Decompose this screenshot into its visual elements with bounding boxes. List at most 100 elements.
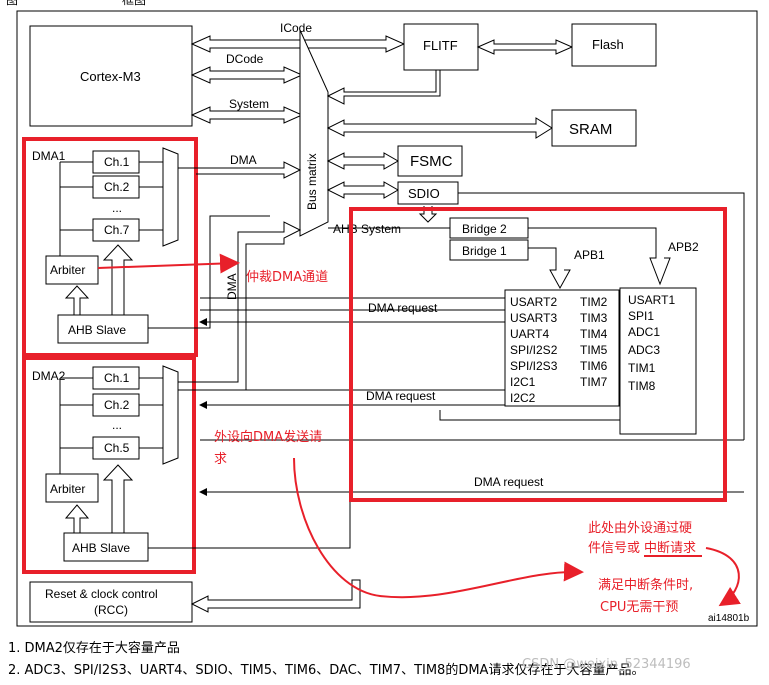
rcc-label-1: Reset & clock control [45, 587, 158, 601]
dma1-arbiter [45, 255, 99, 285]
system-label: System [229, 97, 269, 111]
apb2-p4: ADC3 [628, 343, 660, 357]
dma-request-bottom-lines [200, 439, 744, 492]
bridge1-label: Bridge 1 [462, 244, 507, 258]
dma1-mux [162, 147, 179, 247]
dma2-ahb-slave-label: AHB Slave [72, 541, 130, 555]
fsmc-block [397, 145, 463, 177]
apb1-p7: I2C2 [510, 391, 536, 405]
annotation-hw-signal-2a: 件信号或 [588, 541, 640, 556]
dma1-highlight [22, 137, 198, 357]
apb2-p5: TIM1 [628, 361, 656, 375]
dma1-dots: ... [112, 201, 122, 215]
dma-bus-label: DMA [230, 153, 257, 167]
dma1-ahb-slave [57, 314, 149, 344]
dma-request-1-label: DMA request [368, 301, 438, 315]
dma1-ch1-label: Ch.1 [104, 155, 130, 169]
annotation-no-cpu-2: CPU无需干预 [600, 600, 678, 615]
dma1-ahb-slave-label: AHB Slave [68, 323, 126, 337]
apb2-arrow [528, 227, 671, 286]
rcc-label-2: (RCC) [94, 603, 128, 617]
dma2-ahb-slave [63, 532, 149, 562]
annotation-periph-request-2: 求 [214, 452, 227, 467]
dma2-dots: ... [112, 418, 122, 432]
dma1-slave-matrix-line [148, 215, 270, 329]
caption-suffix: 框图 [122, 0, 146, 7]
apb1-p2: USART3 [510, 311, 557, 325]
flitf-label: FLITF [423, 38, 458, 53]
apb1-label: APB1 [574, 248, 605, 262]
dma-request-3-label: DMA request [474, 475, 544, 489]
dma1-ch2-label: Ch.2 [104, 180, 130, 194]
dma2-arbiter-lines [59, 377, 93, 474]
sram-label: SRAM [569, 121, 612, 138]
caption-prefix: 图 [6, 0, 18, 7]
periph-request-annotation-arrow [293, 457, 584, 599]
apb1-t2: TIM3 [580, 311, 608, 325]
annotation-hw-signal-2b: 中断请求 [644, 541, 696, 556]
hw-signal-annotation-arrow [705, 547, 741, 607]
dma1-slave-ch-arrow [102, 244, 134, 315]
apb2-p2: SPI1 [628, 309, 654, 323]
dma2-ch5-label: Ch.5 [104, 441, 130, 455]
dma1-ch7-label: Ch.7 [104, 223, 130, 237]
rcc-block [29, 581, 193, 623]
annotation-periph-request-1: 外设向DMA发送请 [214, 429, 322, 445]
apb1-p6: I2C1 [510, 375, 536, 389]
apb1-t5: TIM6 [580, 359, 608, 373]
apb1-peripherals [504, 289, 620, 407]
arbiter-annotation-arrow [97, 253, 240, 274]
dma2-bus-path [178, 221, 302, 391]
icode-label: ICode [280, 21, 312, 35]
dma1-label: DMA1 [32, 149, 66, 163]
dma2-arbiter [45, 473, 99, 503]
apb2-p1: USART1 [628, 293, 675, 307]
peripherals-highlight [349, 207, 727, 502]
apb1-t3: TIM4 [580, 327, 608, 341]
apb1-t4: TIM5 [580, 343, 608, 357]
apb1-t6: TIM7 [580, 375, 608, 389]
apb2-peripherals [619, 287, 697, 435]
dma1-arbiter-label: Arbiter [50, 263, 85, 277]
apb1-p4: SPI/I2S2 [510, 343, 558, 357]
ahb-system-label: AHB System [333, 222, 401, 236]
watermark: CSDN @weixin_52344196 [522, 657, 691, 672]
rcc-link [190, 579, 361, 613]
sdio-label: SDIO [408, 186, 440, 201]
dma2-highlight [22, 356, 196, 574]
dma2-bus-label: DMA [225, 273, 239, 300]
bridge2-label: Bridge 2 [462, 222, 507, 236]
dma2-slave-ch-arrow [102, 464, 134, 533]
sdio-down-arrow [418, 206, 438, 223]
sdio-line [458, 192, 745, 440]
apb1-t1: TIM2 [580, 295, 608, 309]
dma2-ch1-label: Ch.1 [104, 371, 130, 385]
dma1-slave-arbiter-arrow [64, 285, 90, 315]
fsmc-label: FSMC [410, 153, 453, 170]
dcode-label: DCode [226, 52, 264, 66]
matrix-flitf-link [326, 69, 441, 105]
apb1-p3: UART4 [510, 327, 549, 341]
bus-matrix [299, 29, 329, 237]
dma2-label: DMA2 [32, 369, 66, 383]
bridge1-block [449, 239, 529, 261]
annotation-arbitrate: 仲裁DMA通道 [246, 269, 328, 285]
figure-id: ai14801b [708, 613, 750, 624]
dma2-arbiter-label: Arbiter [50, 482, 85, 496]
apb1-p1: USART2 [510, 295, 557, 309]
flash-block [571, 23, 657, 67]
dma1-arbiter-lines [59, 161, 93, 258]
apb2-label: APB2 [668, 240, 699, 254]
dma2-mux [162, 365, 179, 465]
bus-matrix-label: Bus matrix [305, 153, 319, 210]
annotation-no-cpu-1: 满足中断条件时, [598, 577, 693, 593]
apb2-p3: ADC1 [628, 325, 660, 339]
annotation-hw-signal-1: 此处由外设通过硬 [588, 521, 692, 536]
apb1-p5: SPI/I2S3 [510, 359, 558, 373]
dma2-ch-mux-lines [139, 377, 163, 449]
apb2-request-line [439, 410, 620, 421]
flitf-block [403, 23, 479, 71]
dma-request-2-label: DMA request [366, 389, 436, 403]
cortex-m3-label: Cortex-M3 [80, 69, 141, 84]
